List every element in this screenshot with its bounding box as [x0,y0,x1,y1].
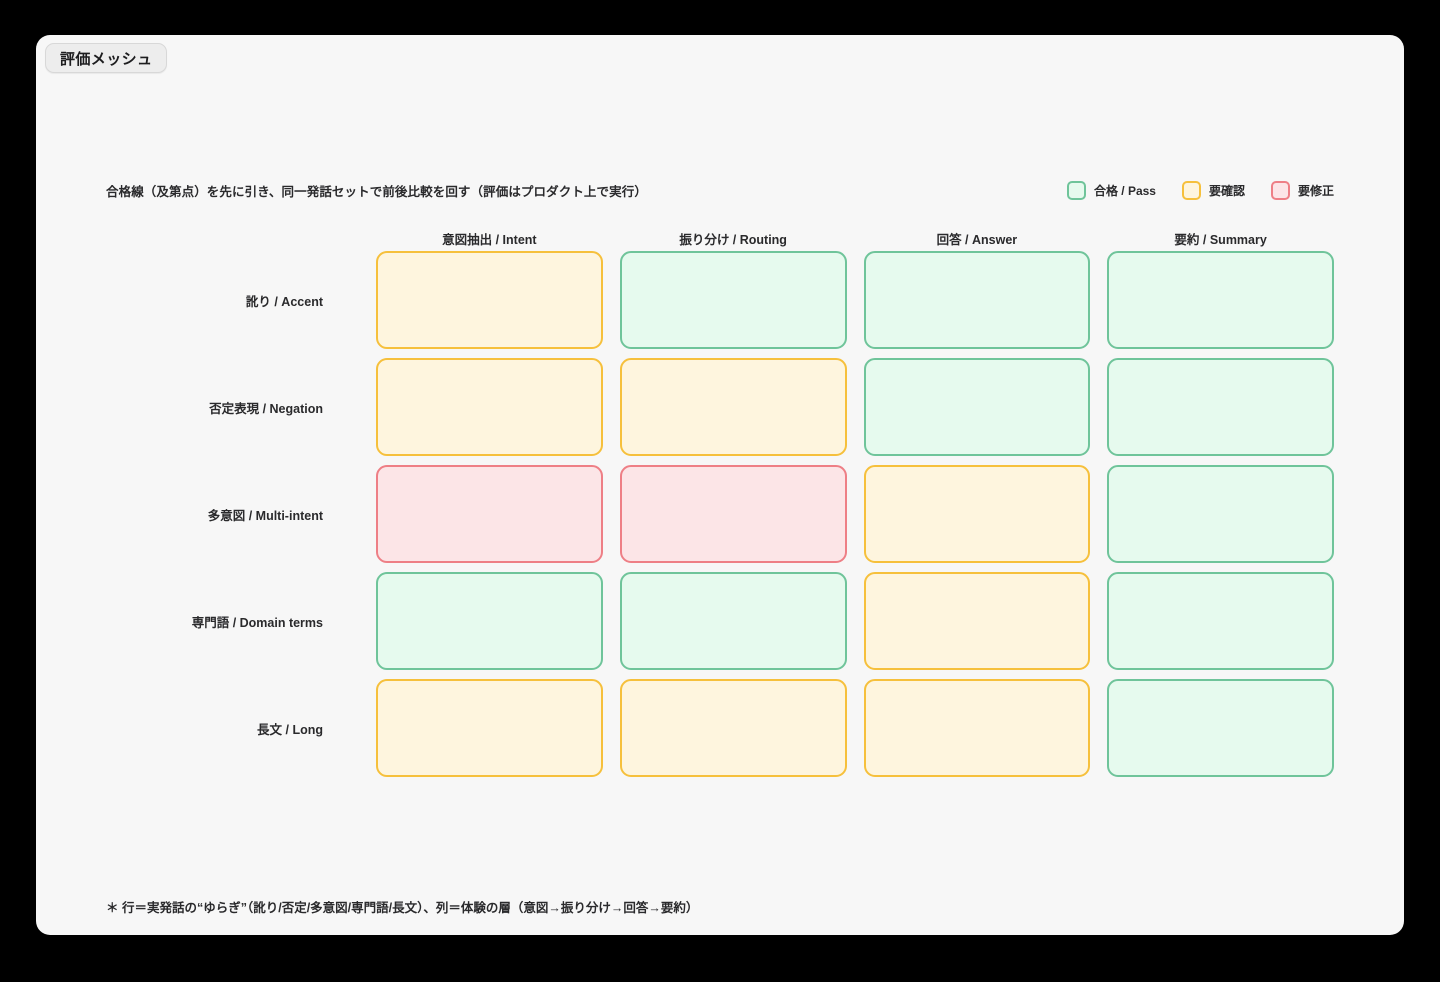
card-subtitle: 合格線（及第点）を先に引き、同一発話セットで前後比較を回す（評価はプロダクト上で… [106,184,647,199]
matrix-cell-warn[interactable] [376,358,603,456]
matrix-cell-pass[interactable] [1107,251,1334,349]
matrix-cell-pass[interactable] [1107,358,1334,456]
matrix-row: 長文 / Long [106,679,1334,777]
matrix-column-header: 意図抽出 / Intent [442,232,537,247]
matrix-cell-warn[interactable] [863,679,1091,777]
matrix-column-header-row: 意図抽出 / Intent 振り分け / Routing 回答 / Answer 要約… [106,225,1334,251]
matrix-row-header: 訛り / Accent [245,294,323,309]
matrix-row-header: 多意図 / Multi-intent [207,508,323,523]
matrix-row-header: 長文 / Long [257,722,323,737]
matrix-cell-fail[interactable] [619,465,847,563]
legend-item-warn: 要確認 [1181,180,1245,200]
matrix-cell-warn[interactable] [863,572,1091,670]
matrix-column-header: 要約 / Summary [1174,232,1267,247]
legend-label: 要修正 [1297,183,1334,198]
matrix-cell-pass[interactable] [376,572,603,670]
matrix-row: 否定表現 / Negation [106,358,1334,456]
matrix-cell-pass[interactable] [863,251,1091,349]
matrix-row-header: 専門語 / Domain terms [191,615,323,630]
matrix-cell-pass[interactable] [619,572,847,670]
matrix-cell-pass[interactable] [1107,679,1334,777]
matrix-cell-fail[interactable] [376,465,603,563]
matrix-row-header: 否定表現 / Negation [209,401,323,416]
evaluation-matrix: 意図抽出 / Intent 振り分け / Routing 回答 / Answer 要約… [106,225,1334,777]
status-legend: 合格 / Pass 要確認 要修正 [1066,180,1334,200]
matrix-column-header: 回答 / Answer [936,232,1018,247]
matrix-cell-warn[interactable] [863,465,1091,563]
matrix-row: 専門語 / Domain terms [106,572,1334,670]
matrix-column-header: 振り分け / Routing [679,232,787,247]
legend-item-pass: 合格 / Pass [1066,180,1156,200]
matrix-cell-warn[interactable] [619,679,847,777]
legend-swatch-warn-icon [1181,180,1201,200]
matrix-cell-pass[interactable] [619,251,847,349]
matrix-cell-warn[interactable] [619,358,847,456]
matrix-cell-pass[interactable] [863,358,1091,456]
legend-label: 要確認 [1208,183,1245,198]
matrix-cell-warn[interactable] [376,251,603,349]
legend-swatch-pass-icon [1066,180,1086,200]
matrix-cell-pass[interactable] [1107,572,1334,670]
matrix-body: 訛り / Accent 否定表現 / Negation 多意図 / Multi-in… [106,251,1334,777]
legend-item-fail: 要修正 [1270,180,1334,200]
matrix-cell-warn[interactable] [376,679,603,777]
header-row: 合格線（及第点）を先に引き、同一発話セットで前後比較を回す（評価はプロダクト上で… [106,178,1334,202]
matrix-cell-pass[interactable] [1107,465,1334,563]
matrix-row: 訛り / Accent [106,251,1334,349]
card-title-chip: 評価メッシュ [45,43,168,73]
legend-swatch-fail-icon [1270,180,1290,200]
legend-label: 合格 / Pass [1093,183,1156,198]
matrix-row: 多意図 / Multi-intent [106,465,1334,563]
card-footnote: ＊ 行＝実発話の“ゆらぎ”（訛り/否定/多意図/専門語/長文）、列＝体験の層（意… [106,901,699,915]
evaluation-mesh-card: 評価メッシュ 合格線（及第点）を先に引き、同一発話セットで前後比較を回す（評価は… [36,35,1404,935]
